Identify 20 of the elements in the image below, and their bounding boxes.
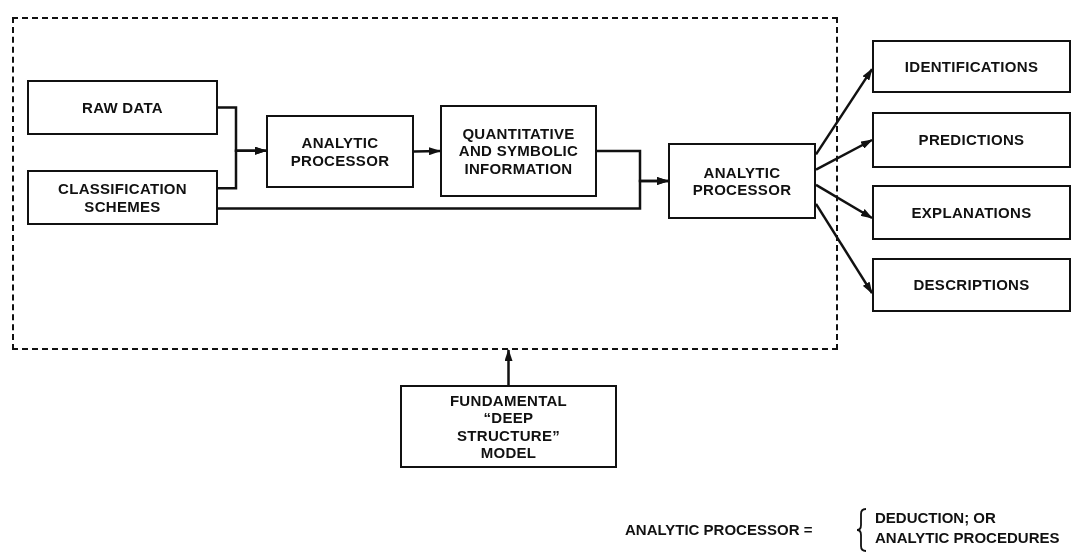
process-box: ANALYTIC PROCESSOR (668, 143, 816, 219)
process-box: QUANTITATIVE AND SYMBOLIC INFORMATION (440, 105, 597, 197)
arrow (504, 349, 513, 385)
process-box: DESCRIPTIONS (872, 258, 1071, 312)
arrow (815, 183, 873, 220)
process-box: CLASSIFICATION SCHEMES (27, 170, 218, 225)
definition-text: DEDUCTION; OR (875, 509, 996, 527)
process-box: IDENTIFICATIONS (872, 40, 1071, 93)
definition-text: ANALYTIC PROCEDURES (875, 529, 1060, 547)
process-box: RAW DATA (27, 80, 218, 135)
process-box: FUNDAMENTAL “DEEP STRUCTURE” MODEL (400, 385, 617, 468)
arrow (413, 147, 441, 156)
dashed-boundary-box (12, 17, 838, 350)
arrow (218, 146, 267, 190)
process-box: EXPLANATIONS (872, 185, 1071, 240)
equation-text: ANALYTIC PROCESSOR = (625, 521, 813, 539)
process-box: ANALYTIC PROCESSOR (266, 115, 414, 188)
arrow (815, 138, 873, 171)
process-box: PREDICTIONS (872, 112, 1071, 168)
arrow (218, 177, 669, 210)
